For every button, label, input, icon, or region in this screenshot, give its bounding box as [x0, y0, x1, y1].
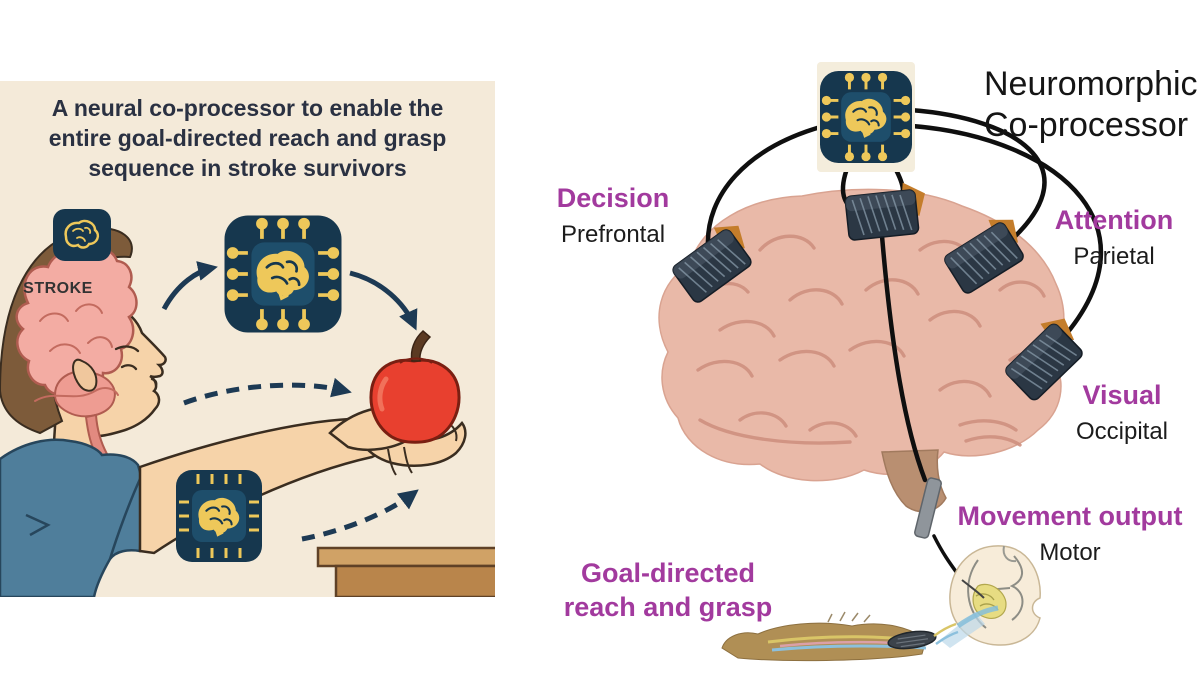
movement-function-label: Movement output	[957, 501, 1183, 531]
goal-label-line1: Goal-directed	[580, 558, 756, 588]
wrist-chip-icon	[176, 470, 262, 562]
ear	[72, 358, 98, 392]
spinal-cord-icon	[940, 545, 1041, 648]
cable-to-spinal-cord	[879, 233, 928, 483]
left-illustration-panel: A neural co-processor to enable the enti…	[0, 81, 495, 597]
dashed-arrow-gaze-to-apple	[183, 377, 352, 406]
title-line3: sequence in stroke survivors	[88, 155, 407, 181]
stroke-survivor-cartoon: STROKE	[0, 209, 495, 597]
cable-to-occipital	[909, 123, 1103, 353]
coprocessor-chip-icon	[225, 216, 342, 333]
label-movement: Movement output Motor	[945, 501, 1195, 567]
decision-function-label: Decision	[556, 183, 670, 213]
head-chip-icon	[53, 209, 111, 261]
flow-arrow-head-to-chip	[161, 261, 218, 311]
arm-nerves-icon	[721, 611, 959, 662]
apple-icon	[369, 330, 461, 444]
device-label-line1: Neuromorphic	[984, 65, 1198, 103]
face-details	[114, 345, 158, 387]
table	[316, 546, 495, 597]
left-panel-title: A neural co-processor to enable the enti…	[0, 93, 495, 183]
attention-function-label: Attention	[1054, 205, 1174, 235]
shirt-fold	[25, 513, 51, 537]
movement-area-label: Motor	[1039, 539, 1101, 566]
label-goal-directed: Goal-directed reach and grasp	[540, 556, 796, 624]
shirt	[0, 438, 144, 597]
sleeve-seam	[108, 478, 142, 560]
visual-function-label: Visual	[1082, 380, 1162, 410]
device-label-line2: Co-processor	[984, 106, 1189, 144]
nerve-cuff-icon	[887, 630, 937, 650]
neuromorphic-chip-icon	[820, 71, 912, 163]
cable-connector	[914, 477, 942, 539]
stroke-label: STROKE	[23, 280, 93, 297]
neuromorphic-coprocessor-label: Neuromorphic Co-processor	[984, 64, 1198, 146]
decision-area-label: Prefrontal	[560, 221, 666, 248]
goal-label-line2: reach and grasp	[563, 592, 773, 622]
label-attention: Attention Parietal	[1044, 205, 1184, 271]
cable-to-parietal	[907, 107, 1047, 251]
dashed-arrow-reach-to-apple	[301, 489, 419, 542]
attention-area-label: Parietal	[1073, 243, 1155, 270]
label-decision: Decision Prefrontal	[543, 183, 683, 249]
title-line1: A neural co-processor to enable the	[51, 95, 444, 121]
title-line2: entire goal-directed reach and grasp	[48, 125, 447, 151]
cable-to-prefrontal	[705, 123, 827, 249]
visual-area-label: Occipital	[1075, 418, 1169, 445]
label-visual: Visual Occipital	[1052, 380, 1192, 446]
flow-arrow-chip-to-apple	[349, 270, 418, 331]
